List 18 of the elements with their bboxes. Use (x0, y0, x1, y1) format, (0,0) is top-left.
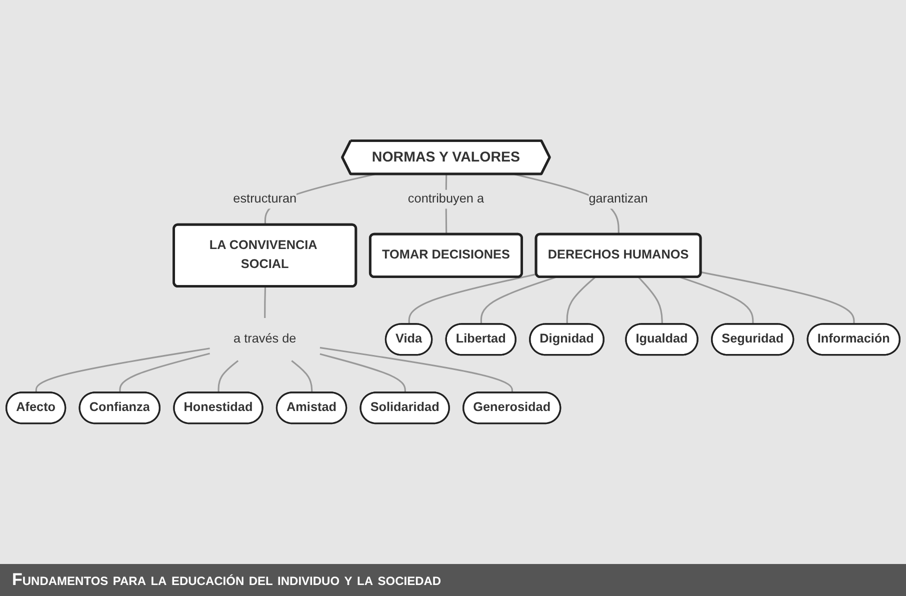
edge-label: garantizan (588, 192, 648, 206)
connector (480, 276, 556, 324)
connector (320, 346, 514, 393)
connector (638, 276, 663, 324)
connector (119, 352, 210, 393)
connector (566, 276, 596, 324)
connector (291, 360, 313, 393)
caption: Fundamentos para la educación del individuo y la sociedad (0, 564, 906, 596)
edge-label: estructuran (233, 192, 297, 206)
connector (408, 273, 537, 324)
connector (264, 286, 266, 318)
connector (218, 360, 239, 393)
connector (320, 353, 406, 393)
node-text: a través de (234, 332, 296, 346)
connector (700, 271, 855, 324)
connector (680, 276, 754, 324)
edge-label: contribuyen a (408, 192, 484, 206)
connector (35, 348, 210, 393)
